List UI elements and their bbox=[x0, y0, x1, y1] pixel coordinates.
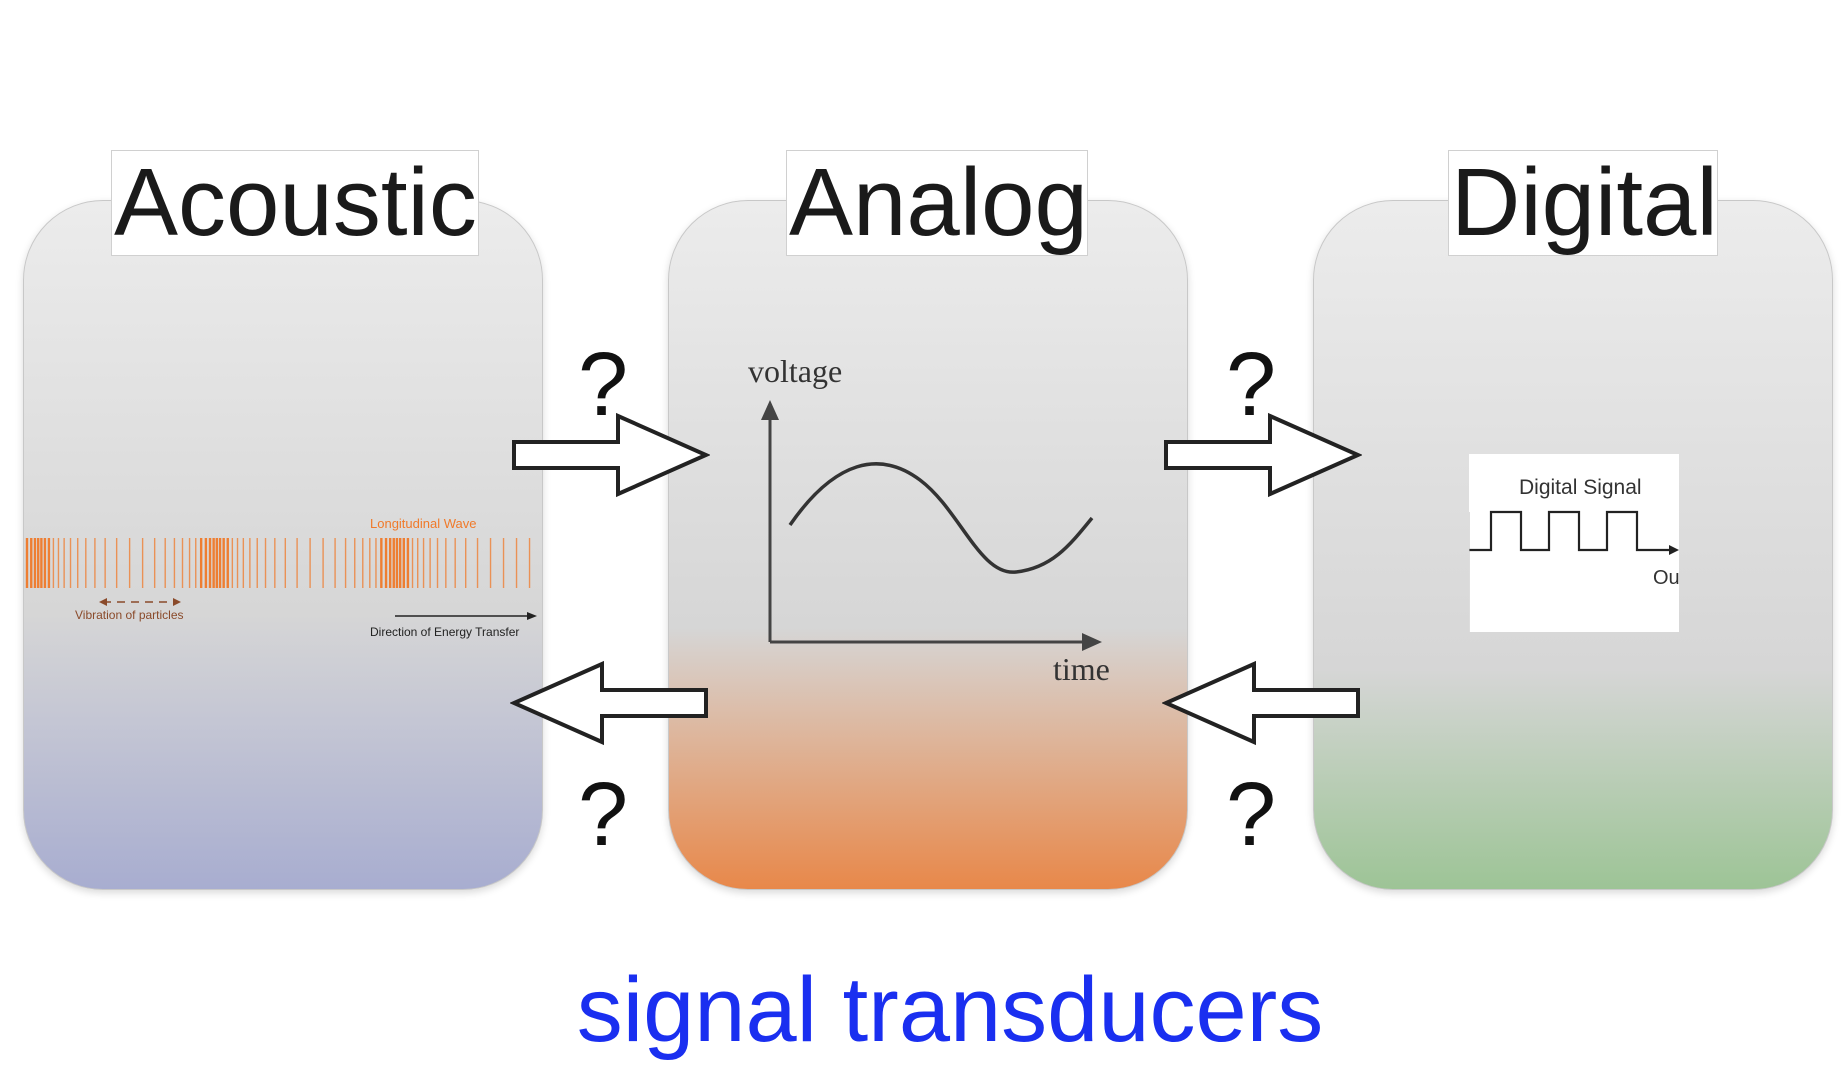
caption: signal transducers bbox=[576, 959, 1324, 1061]
square-wave bbox=[1469, 510, 1669, 552]
y-axis-arrowhead bbox=[761, 400, 779, 420]
vibration-arrow bbox=[99, 598, 181, 606]
arrow-digital-to-analog bbox=[1162, 660, 1360, 746]
voltage-sine-curve bbox=[788, 462, 1094, 574]
energy-direction-arrow bbox=[395, 612, 537, 620]
question-mark-bottom-left: ? bbox=[578, 765, 629, 865]
question-mark-top-left: ? bbox=[578, 335, 629, 435]
wave-compression-lines bbox=[25, 538, 531, 588]
analog-voltage-plot: voltage time bbox=[748, 353, 1110, 687]
arrow-acoustic-to-analog bbox=[512, 412, 710, 498]
digital-title: Digital bbox=[1448, 150, 1718, 256]
energy-label: Direction of Energy Transfer bbox=[370, 625, 519, 639]
digital-signal-title: Digital Signal bbox=[1519, 476, 1642, 499]
arrow-analog-to-digital bbox=[1164, 412, 1362, 498]
analog-panel bbox=[668, 200, 1188, 890]
acoustic-panel bbox=[23, 200, 543, 890]
longitudinal-wave-figure: Longitudinal Wave Vibration of particles… bbox=[25, 516, 537, 639]
digital-signal-figure: Digital Signal Ou bbox=[1468, 454, 1680, 632]
vibration-label: Vibration of particles bbox=[75, 608, 184, 622]
analog-xlabel: time bbox=[1053, 651, 1110, 687]
acoustic-title: Acoustic bbox=[111, 150, 479, 256]
question-mark-top-right: ? bbox=[1226, 335, 1277, 435]
question-mark-bottom-right: ? bbox=[1226, 765, 1277, 865]
output-label: Ou bbox=[1653, 567, 1679, 589]
analog-title: Analog bbox=[786, 150, 1088, 256]
x-axis-arrowhead bbox=[1082, 633, 1102, 651]
square-wave-arrowhead bbox=[1669, 545, 1679, 555]
analog-ylabel: voltage bbox=[748, 353, 842, 389]
arrow-analog-to-acoustic bbox=[510, 660, 708, 746]
wave-title: Longitudinal Wave bbox=[370, 516, 476, 531]
